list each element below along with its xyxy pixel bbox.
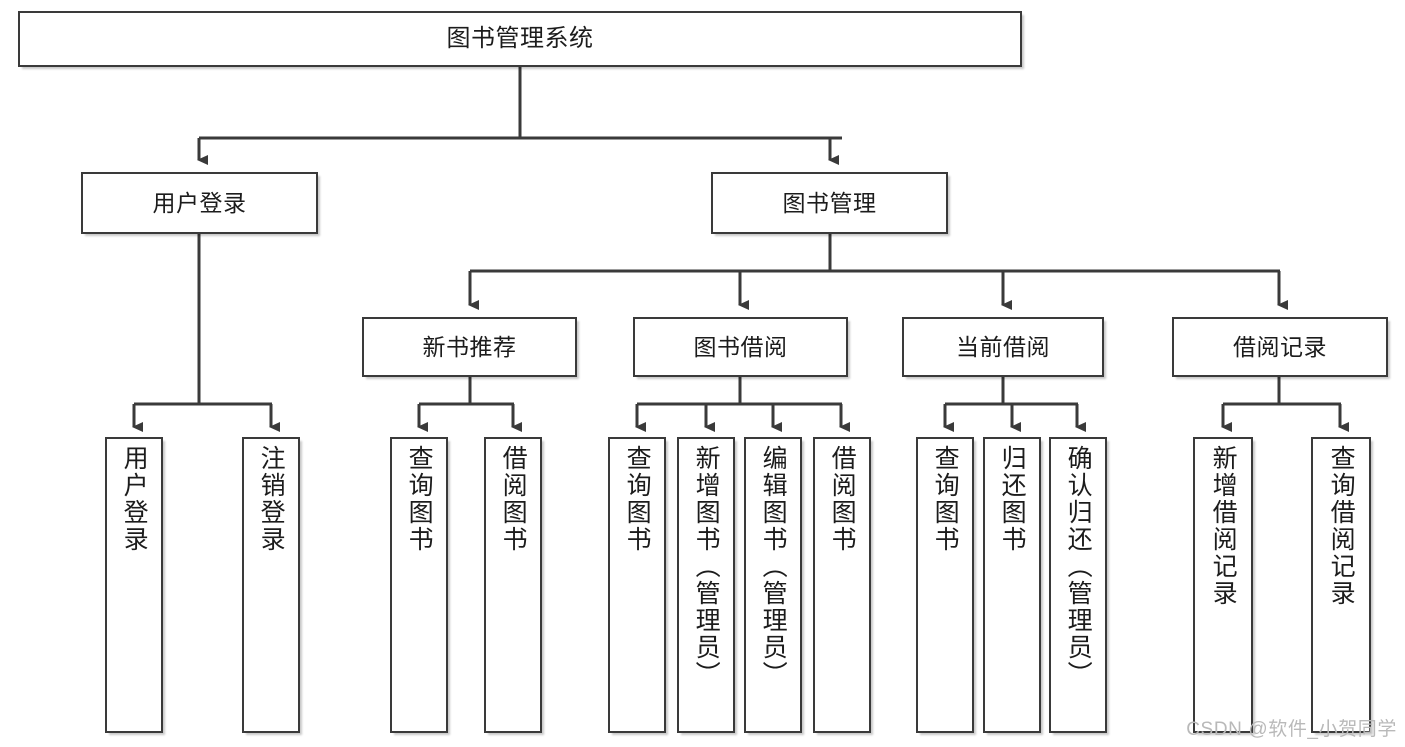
node-leaf-query-record-label: 查询借阅记录 xyxy=(1327,445,1356,607)
node-borrow-record-label: 借阅记录 xyxy=(1233,333,1327,360)
node-leaf-add-record[interactable]: 新增借阅记录 xyxy=(1193,437,1253,733)
node-leaf-return-book[interactable]: 归还图书 xyxy=(983,437,1041,733)
node-leaf-confirm-return[interactable]: 确认归还（管理员） xyxy=(1049,437,1107,733)
node-leaf-edit-book-label: 编辑图书（管理员） xyxy=(759,445,788,688)
node-leaf-query-book-2-label: 查询图书 xyxy=(623,445,652,553)
node-book-borrow[interactable]: 图书借阅 xyxy=(633,317,848,377)
node-current-borrow[interactable]: 当前借阅 xyxy=(902,317,1104,377)
node-new-book-recommend[interactable]: 新书推荐 xyxy=(362,317,577,377)
node-book-manage-label: 图书管理 xyxy=(782,189,877,216)
node-leaf-add-book-label: 新增图书（管理员） xyxy=(692,445,721,688)
node-current-borrow-label: 当前借阅 xyxy=(956,333,1050,360)
node-book-borrow-label: 图书借阅 xyxy=(693,333,788,360)
node-leaf-query-book-3[interactable]: 查询图书 xyxy=(916,437,974,733)
node-leaf-borrow-book-1[interactable]: 借阅图书 xyxy=(484,437,542,733)
node-new-book-recommend-label: 新书推荐 xyxy=(422,333,517,360)
node-leaf-query-book-1-label: 查询图书 xyxy=(405,445,434,553)
node-user-login-label: 用户登录 xyxy=(152,189,247,216)
node-leaf-user-login-label: 用户登录 xyxy=(120,445,149,553)
node-leaf-borrow-book-2-label: 借阅图书 xyxy=(828,445,857,553)
node-leaf-add-book[interactable]: 新增图书（管理员） xyxy=(677,437,735,733)
node-leaf-confirm-return-label: 确认归还（管理员） xyxy=(1064,445,1093,688)
node-leaf-borrow-book-2[interactable]: 借阅图书 xyxy=(813,437,871,733)
node-root[interactable]: 图书管理系统 xyxy=(18,11,1022,67)
node-leaf-add-record-label: 新增借阅记录 xyxy=(1209,445,1238,607)
node-leaf-edit-book[interactable]: 编辑图书（管理员） xyxy=(744,437,802,733)
node-root-label: 图书管理系统 xyxy=(446,25,594,53)
node-leaf-user-login[interactable]: 用户登录 xyxy=(105,437,163,733)
node-leaf-query-record[interactable]: 查询借阅记录 xyxy=(1311,437,1371,733)
node-leaf-return-book-label: 归还图书 xyxy=(998,445,1027,553)
node-user-login[interactable]: 用户登录 xyxy=(81,172,318,234)
node-borrow-record[interactable]: 借阅记录 xyxy=(1172,317,1388,377)
node-leaf-logout-label: 注销登录 xyxy=(257,445,286,553)
node-book-manage[interactable]: 图书管理 xyxy=(711,172,948,234)
node-leaf-query-book-1[interactable]: 查询图书 xyxy=(390,437,448,733)
node-leaf-query-book-3-label: 查询图书 xyxy=(931,445,960,553)
node-leaf-logout[interactable]: 注销登录 xyxy=(242,437,300,733)
node-leaf-borrow-book-1-label: 借阅图书 xyxy=(499,445,528,553)
node-leaf-query-book-2[interactable]: 查询图书 xyxy=(608,437,666,733)
